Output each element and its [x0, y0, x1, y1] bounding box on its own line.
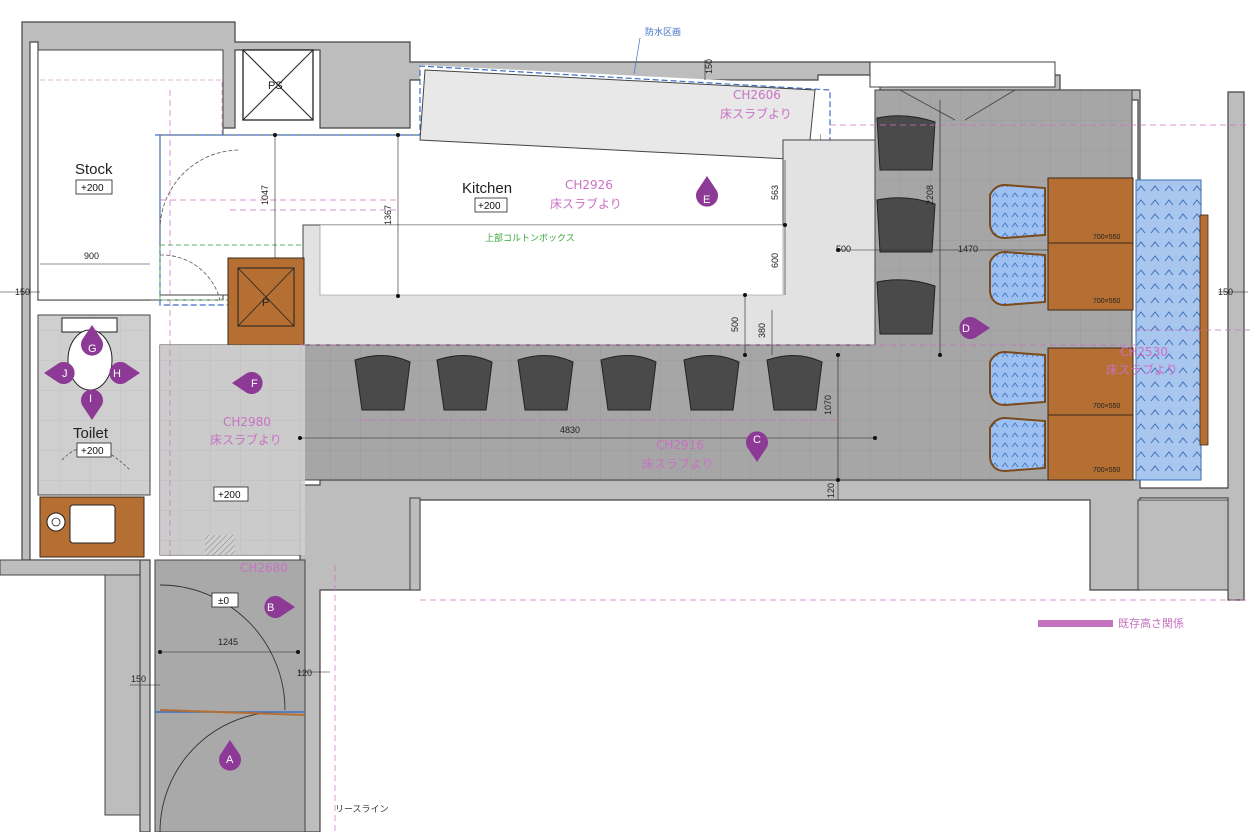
table-chairs — [989, 183, 1046, 473]
viewpoint-b-label: B — [267, 602, 274, 614]
legend: 既存高さ関係 — [1038, 616, 1184, 630]
dim-500-a: 500 — [730, 317, 740, 332]
viewpoint-c-label: C — [753, 434, 761, 446]
viewpoint-c[interactable]: C — [745, 431, 769, 462]
tables — [1047, 177, 1134, 481]
dim-1047: 1047 — [260, 185, 270, 205]
dim-150-right: 150 — [1218, 287, 1233, 297]
waterproof-note: 防水区画 — [645, 26, 681, 38]
dim-4830: 4830 — [560, 425, 580, 435]
toilet-label: Toilet — [73, 425, 109, 442]
dim-500-b: 500 — [836, 244, 851, 254]
viewpoint-j[interactable]: J — [44, 362, 75, 384]
p-shaft — [227, 257, 305, 352]
dim-2208: 2208 — [925, 185, 935, 205]
dining-ch-note: 床スラブより — [642, 456, 714, 471]
viewpoint-a[interactable]: A — [219, 740, 241, 771]
viewpoint-f[interactable]: F — [232, 371, 263, 395]
dining-ch: CH2916 — [656, 438, 704, 452]
viewpoint-g-label: G — [88, 343, 97, 355]
dim-120-b: 120 — [826, 483, 836, 498]
kitchen-label: Kitchen — [462, 180, 512, 197]
viewpoint-i-label: I — [89, 393, 92, 405]
kitchen-ch-note: 床スラブより — [550, 196, 622, 211]
hall-ch-note: 床スラブより — [210, 432, 282, 447]
counter-ch: CH2606 — [733, 88, 781, 102]
table-label-3: 700×550 — [1093, 403, 1121, 410]
entrance-ch: CH2680 — [240, 561, 288, 575]
dim-150-bottom: 150 — [131, 674, 146, 684]
viewpoint-e-label: E — [703, 194, 710, 206]
ps-label: PS — [268, 80, 283, 92]
legend-swatch — [1038, 620, 1113, 627]
viewpoint-a-label: A — [226, 754, 234, 766]
toilet-level: +200 — [81, 446, 104, 457]
dim-120-a: 120 — [297, 668, 312, 678]
dim-1367: 1367 — [383, 205, 393, 225]
viewpoint-j-label: J — [62, 368, 68, 380]
viewpoint-e[interactable]: E — [696, 176, 719, 207]
stock-label: Stock — [75, 161, 113, 178]
viewpoint-b[interactable]: B — [264, 596, 295, 618]
counter-stools — [354, 115, 936, 411]
bench-ch-note: 床スラブより — [1106, 362, 1178, 377]
entrance-level: ±0 — [218, 596, 229, 607]
bench-ch: CH2530 — [1120, 345, 1168, 359]
kitchen-level: +200 — [478, 201, 501, 212]
dim-600: 600 — [770, 253, 780, 268]
ps-shaft — [242, 49, 314, 121]
viewpoint-h-label: H — [113, 368, 121, 380]
lease-line-note: リースライン — [335, 804, 389, 815]
hall-ch: CH2980 — [223, 415, 271, 429]
table-label-1: 700×550 — [1093, 234, 1121, 241]
viewpoint-i[interactable]: I — [81, 389, 103, 420]
dim-1245: 1245 — [218, 637, 238, 647]
upper-box-note: 上部コルトンボックス — [485, 232, 575, 244]
viewpoint-g[interactable]: G — [81, 325, 103, 356]
p-label: P — [262, 297, 269, 309]
dim-1470: 1470 — [958, 244, 978, 254]
viewpoint-d-label: D — [962, 323, 970, 335]
hall-level: +200 — [218, 490, 241, 501]
counter-ch-note: 床スラブより — [720, 106, 792, 121]
legend-label: 既存高さ関係 — [1118, 616, 1184, 630]
dim-1070: 1070 — [823, 395, 833, 415]
stock-level: +200 — [81, 183, 104, 194]
kitchen-ch: CH2926 — [565, 178, 613, 192]
dim-900: 900 — [84, 251, 99, 261]
dim-150-left: 150 — [15, 287, 30, 297]
viewpoint-h[interactable]: H — [109, 362, 140, 384]
viewpoint-f-label: F — [251, 378, 258, 390]
dim-563: 563 — [770, 185, 780, 200]
table-label-2: 700×550 — [1093, 298, 1121, 305]
viewpoint-d[interactable]: D — [959, 317, 990, 339]
dim-380: 380 — [757, 323, 767, 338]
dim-150-top: 150 — [704, 59, 714, 74]
table-label-4: 700×550 — [1093, 467, 1121, 474]
hall-floor — [160, 345, 305, 555]
